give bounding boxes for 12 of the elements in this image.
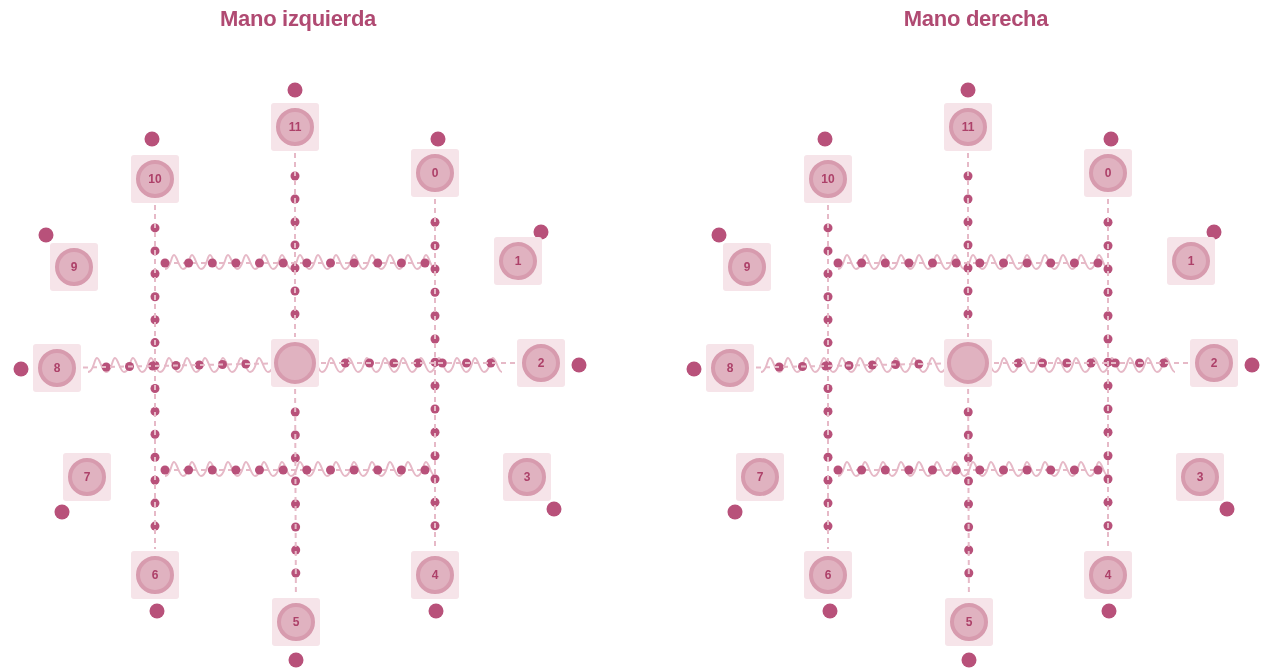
dashed-line	[967, 152, 969, 338]
center-circle	[271, 339, 319, 387]
dashed-line	[82, 362, 270, 369]
dashed-line	[993, 362, 1189, 364]
center-circle	[944, 339, 992, 387]
panel-title: Mano derecha	[903, 6, 1049, 32]
dashed-line	[755, 362, 943, 369]
dashed-line	[320, 362, 516, 364]
dashed-line	[294, 152, 296, 338]
dashed-line	[154, 204, 156, 550]
panel-title: Mano izquierda	[220, 6, 376, 32]
dashed-line	[827, 204, 829, 550]
